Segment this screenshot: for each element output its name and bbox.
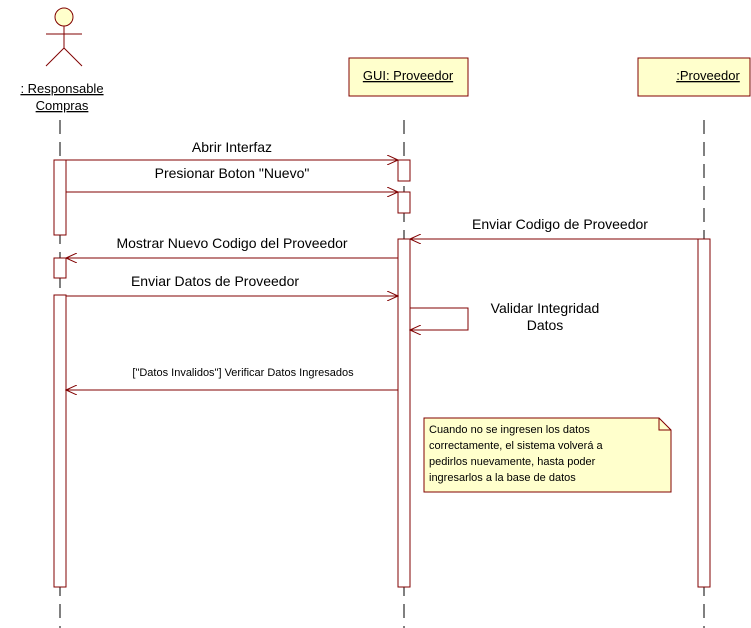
message-label-line1: Validar Integridad	[491, 300, 600, 316]
actor-name-line1: : Responsable	[20, 81, 103, 96]
actor-responsable-compras[interactable]: : Responsable Compras	[20, 7, 104, 113]
object-name: GUI: Proveedor	[363, 68, 454, 83]
activation-bar	[397, 159, 411, 182]
note[interactable]: Cuando no se ingresen los datos correcta…	[423, 417, 672, 493]
message-label: Presionar Boton "Nuevo"	[155, 165, 310, 181]
object-gui-proveedor[interactable]: GUI: Proveedor	[348, 57, 469, 97]
message-label: ["Datos Invalidos"] Verificar Datos Ingr…	[132, 367, 354, 379]
message-label: Abrir Interfaz	[192, 139, 272, 155]
message-label: Enviar Datos de Proveedor	[131, 273, 299, 289]
message-label: Enviar Codigo de Proveedor	[472, 216, 648, 232]
note-fold-icon	[658, 418, 671, 431]
message-label: Mostrar Nuevo Codigo del Proveedor	[116, 235, 347, 251]
actor-name-line2: Compras	[36, 98, 89, 113]
note-line: pedirlos nuevamente, hasta poder	[429, 456, 596, 468]
message-arrow-validar-integridad	[410, 307, 469, 330]
object-name: :Proveedor	[676, 68, 740, 83]
object-box	[637, 57, 751, 97]
object-box	[348, 57, 469, 97]
activation-bar	[53, 294, 67, 588]
activation-bar	[53, 159, 67, 236]
object-proveedor[interactable]: :Proveedor	[637, 57, 751, 97]
note-box	[423, 417, 672, 493]
activation-bar	[697, 238, 711, 588]
stick-figure-icon	[45, 7, 83, 67]
note-line: correctamente, el sistema volverá a	[429, 440, 604, 452]
note-line: ingresarlos a la base de datos	[429, 472, 576, 484]
activation-bar	[397, 191, 411, 214]
message-label-line2: Datos	[527, 317, 564, 333]
activation-bar	[53, 257, 67, 279]
note-line: Cuando no se ingresen los datos	[429, 424, 590, 436]
activation-bar	[397, 238, 411, 588]
